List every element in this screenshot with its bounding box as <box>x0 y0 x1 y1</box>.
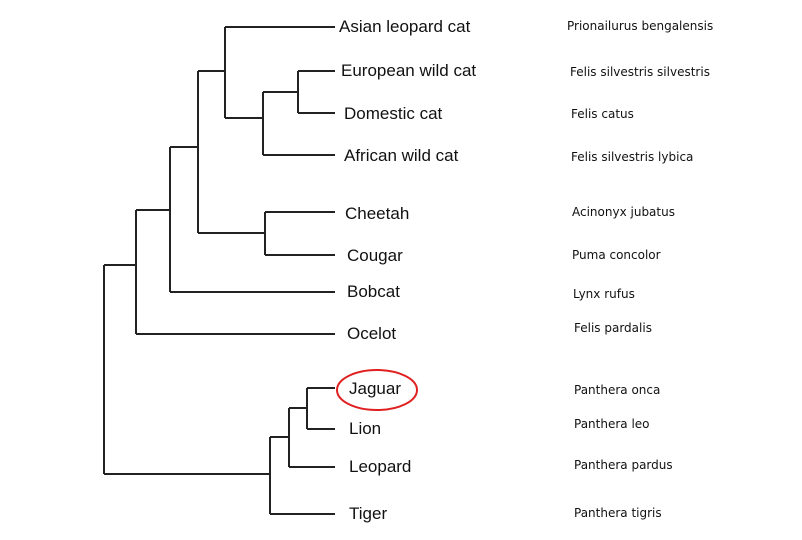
scientific-name: Panthera leo <box>574 417 650 431</box>
scientific-name: Panthera onca <box>574 383 661 397</box>
scientific-name: Acinonyx jubatus <box>572 205 675 219</box>
taxon-label-highlighted: Jaguar <box>349 379 401 398</box>
taxon-label: Tiger <box>349 504 388 523</box>
scientific-name: Panthera pardus <box>574 458 673 472</box>
branch-bobcat-ocelot <box>104 146 335 335</box>
taxon-label: European wild cat <box>341 61 477 80</box>
scientific-name: Felis pardalis <box>574 321 652 335</box>
taxon-label: Leopard <box>349 457 412 476</box>
scientific-name: Lynx rufus <box>573 287 635 301</box>
branch-felis-clade <box>224 26 335 156</box>
taxon-label: Domestic cat <box>344 104 443 123</box>
scientific-name: Felis silvestris silvestris <box>570 65 710 79</box>
taxon-label: Cheetah <box>345 204 410 223</box>
scientific-name: Felis catus <box>571 107 634 121</box>
taxon-label: Asian leopard cat <box>339 17 471 36</box>
taxon-label: Bobcat <box>347 282 400 301</box>
taxon-label: Cougar <box>347 246 403 265</box>
scientific-name: Prionailurus bengalensis <box>567 19 714 33</box>
taxon-label: African wild cat <box>344 146 459 165</box>
highlight-circle <box>336 369 418 411</box>
scientific-name: Puma concolor <box>572 248 661 262</box>
scientific-name: Felis silvestris lybica <box>571 150 694 164</box>
branch-panthera <box>103 265 335 515</box>
scientific-name: Panthera tigris <box>574 506 662 520</box>
taxon-label: Ocelot <box>347 324 397 343</box>
branch-cheetah-cougar <box>197 70 335 256</box>
taxon-label: Lion <box>349 419 382 438</box>
